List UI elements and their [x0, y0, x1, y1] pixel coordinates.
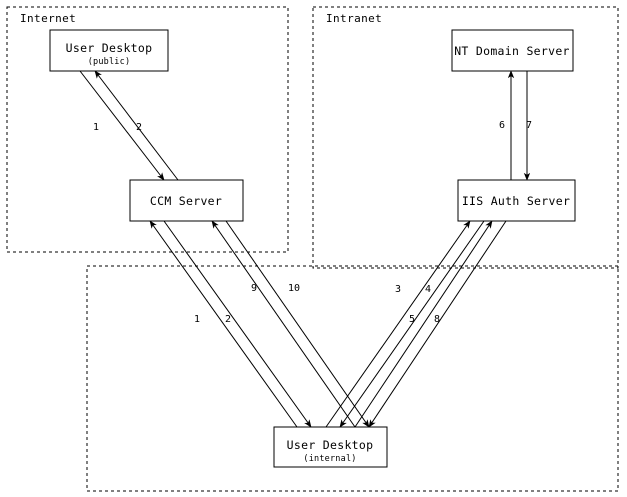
- flow-arrow-1-user-desktop-internal-to-ccm-server: [149, 220, 298, 428]
- flow-arrow-2-ccm-server-to-user-desktop-internal: [163, 220, 312, 428]
- node-user-desktop-internal[interactable]: User Desktop (internal): [273, 426, 388, 468]
- zone-boundary-intranet: [312, 6, 619, 269]
- node-title-iis-auth-server: IIS Auth Server: [462, 194, 570, 208]
- flow-step-label: 8: [434, 314, 440, 325]
- flow-arrow-9-user-desktop-internal-to-ccm-server: [211, 220, 356, 428]
- nodes-layer: User Desktop (public) CCM Server NT Domain …: [49, 29, 576, 468]
- flow-step-label: 1: [93, 122, 99, 133]
- zone-label-intranet: Intranet: [326, 12, 382, 25]
- node-user-desktop-public[interactable]: User Desktop (public): [49, 29, 169, 72]
- node-title-user-desktop-internal: User Desktop: [287, 438, 374, 452]
- node-subtitle-user-desktop-public: (public): [88, 57, 131, 67]
- node-box-nt-domain-server: [451, 29, 574, 72]
- node-title-ccm-server: CCM Server: [150, 194, 222, 208]
- flow-step-label: 6: [499, 120, 505, 131]
- flow-arrow-10-ccm-server-to-user-desktop-internal: [225, 220, 370, 428]
- node-ccm-server[interactable]: CCM Server: [129, 179, 244, 222]
- node-title-user-desktop-public: User Desktop: [66, 41, 153, 55]
- flow-arrow-4-iis-auth-server-to-user-desktop-internal: [339, 220, 485, 428]
- flow-arrow-3-user-desktop-internal-to-iis-auth-server: [325, 220, 471, 428]
- flow-step-label: 2: [225, 314, 231, 325]
- zones-layer: Internet Intranet: [6, 6, 619, 492]
- flow-step-label: 2: [136, 122, 142, 133]
- node-iis-auth-server[interactable]: IIS Auth Server: [457, 179, 576, 222]
- flow-step-label: 9: [251, 283, 257, 294]
- flow-step-label: 3: [395, 284, 401, 295]
- flow-step-label: 1: [194, 314, 200, 325]
- node-box-user-desktop-public: [49, 29, 169, 72]
- flow-step-label: 10: [288, 283, 300, 294]
- flow-arrow-8-iis-auth-server-to-user-desktop-internal: [368, 220, 507, 428]
- zone-boundary-internet: [6, 6, 289, 253]
- node-title-nt-domain-server: NT Domain Server: [454, 44, 570, 58]
- flow-step-label: 4: [425, 284, 431, 295]
- flow-arrow-1-user-desktop-public-to-ccm-server: [79, 70, 165, 181]
- node-box-ccm-server: [129, 179, 244, 222]
- flow-step-label: 5: [409, 314, 415, 325]
- flows-layer: [79, 70, 531, 428]
- zone-label-internet: Internet: [20, 12, 76, 25]
- flow-arrow-2-ccm-server-to-user-desktop-public: [94, 70, 179, 181]
- flow-arrow-5-user-desktop-internal-to-iis-auth-server: [354, 220, 493, 428]
- node-nt-domain-server[interactable]: NT Domain Server: [451, 29, 574, 72]
- node-box-iis-auth-server: [457, 179, 576, 222]
- node-box-user-desktop-internal: [273, 426, 388, 468]
- zone-boundary-internal: [86, 265, 619, 492]
- flow-labels-layer: 1 2 1 2 3 4 5 8 6 7 9 10: [93, 120, 532, 325]
- flow-step-label: 7: [526, 120, 532, 131]
- node-subtitle-user-desktop-internal: (internal): [303, 454, 356, 464]
